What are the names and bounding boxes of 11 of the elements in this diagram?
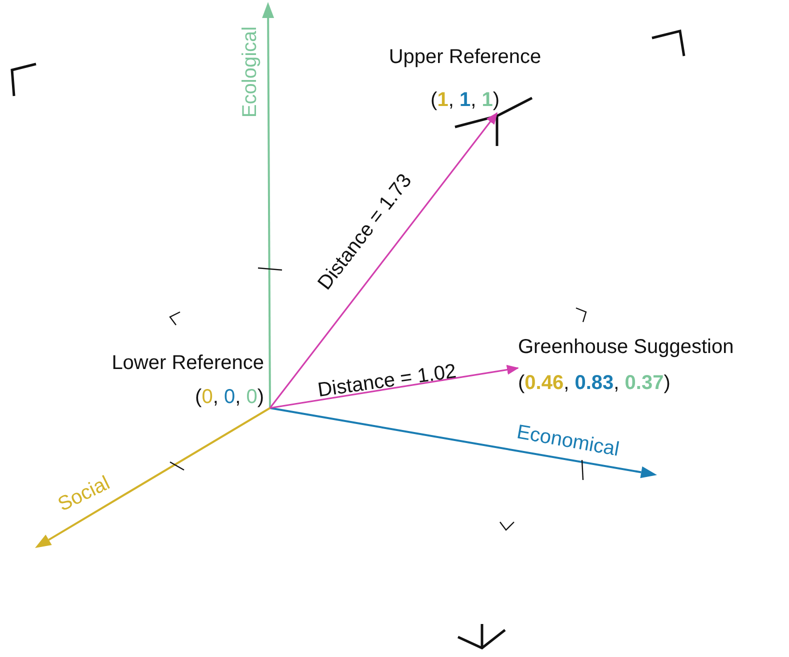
- coordinate-label: (0.46, 0.83, 0.37): [518, 371, 670, 396]
- arrow: [270, 364, 519, 409]
- coordinate-label: (0, 0, 0): [195, 385, 264, 410]
- point-label: Greenhouse Suggestion: [518, 335, 734, 360]
- point-label: Upper Reference: [388, 45, 542, 70]
- arrow: [269, 112, 498, 408]
- edge-label: Distance = 1.02: [316, 361, 458, 401]
- axis-label: Ecological: [240, 26, 260, 118]
- point-label: Lower Reference: [112, 351, 264, 376]
- coordinate-label: (1, 1, 1): [430, 88, 500, 113]
- axis-label: Economical: [515, 422, 621, 460]
